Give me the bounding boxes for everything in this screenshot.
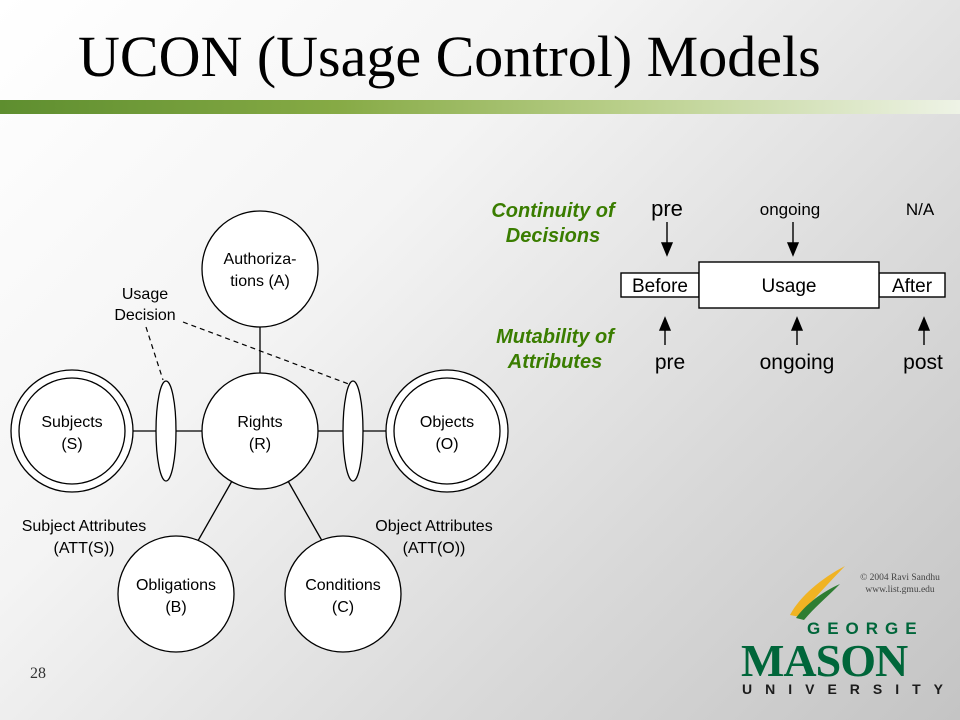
continuity-pre-label: pre [651,196,683,221]
obligations-label-1: Obligations [136,577,216,594]
continuity-ongoing-label: ongoing [760,200,821,219]
decision-ellipse-right [342,380,364,482]
after-label: After [892,276,933,297]
usage-box [698,261,880,309]
object-attributes-label-1: Object Attributes [375,518,492,535]
authorizations-label-2: tions (A) [230,273,290,290]
objects-label-1: Objects [420,414,474,431]
mutability-heading-2: Attributes [507,351,602,373]
objects-label-2: (O) [435,436,458,453]
authorizations-node [201,210,319,328]
object-attributes-label-2: (ATT(O)) [403,540,466,557]
objects-node-inner [393,377,501,485]
mutability-ongoing-arrow [790,316,804,331]
logo-bottom-text: UNIVERSITY [742,681,956,697]
line-rights-obligations [194,480,233,547]
slide-title: UCON (Usage Control) Models [78,24,821,89]
after-box [878,272,946,298]
page-number: 28 [30,665,46,682]
conditions-node [284,535,402,653]
copyright-url: www.list.gmu.edu [865,585,935,596]
usage-label: Usage [762,276,817,297]
usage-decision-label-1: Usage [122,286,168,303]
logo-top-text: GEORGE [807,619,924,638]
rights-label-1: Rights [237,414,282,431]
mutability-pre-arrow [658,316,672,331]
before-label: Before [632,276,688,297]
usage-decision-dashes [145,321,355,387]
copyright-notice: © 2004 Ravi Sandhu www.list.gmu.edu [848,572,952,597]
continuity-heading-2: Decisions [506,225,600,247]
rights-node [201,372,319,490]
logo-middle-text: MASON [741,635,908,686]
obligations-label-2: (B) [165,599,186,616]
continuity-ongoing-arrow [786,242,800,257]
continuity-pre-arrow [660,242,674,257]
mutability-ongoing-label: ongoing [760,351,835,374]
subject-attributes-label-1: Subject Attributes [22,518,147,535]
line-rights-conditions [287,480,326,547]
usage-decision-label-2: Decision [114,307,175,324]
conditions-label-2: (C) [332,599,354,616]
authorizations-label-1: Authoriza- [224,251,297,268]
george-mason-logo: GEORGE MASON UNIVERSITY [741,566,956,697]
mutability-post-arrow [917,316,931,331]
conditions-label-1: Conditions [305,577,381,594]
subject-attributes-label-2: (ATT(S)) [53,540,114,557]
mutability-pre-label: pre [655,351,685,374]
rights-label-2: (R) [249,436,271,453]
obligations-node [117,535,235,653]
decision-ellipse-left [155,380,177,482]
logo-flame-shape [790,566,845,617]
continuity-heading-1: Continuity of [491,200,617,222]
continuity-na-label: N/A [906,200,935,219]
logo-leaf-shape [796,584,840,620]
copyright-line-1: © 2004 Ravi Sandhu [860,573,940,583]
mutability-heading-1: Mutability of [496,326,616,348]
subjects-node-inner [18,377,126,485]
subjects-label-2: (S) [61,436,82,453]
mutability-post-label: post [903,351,943,374]
subjects-label-1: Subjects [41,414,102,431]
title-accent-bar [0,100,960,114]
